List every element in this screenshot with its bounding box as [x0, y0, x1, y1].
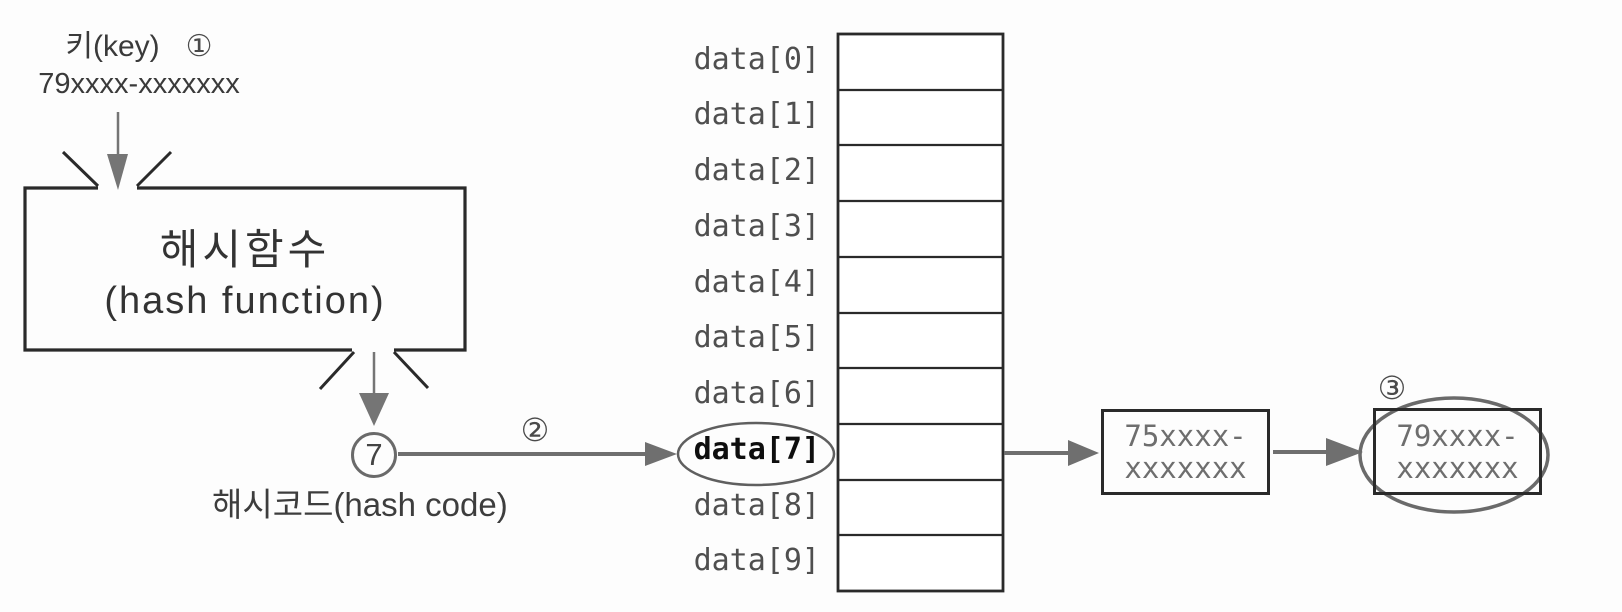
code-to-slot-arrow [398, 442, 677, 466]
slot-label-2: data[2] [693, 153, 820, 188]
key-block: 키(key) ① 79xxxx-xxxxxxx [18, 30, 260, 101]
bucket2-line1: 79xxxx- [1396, 418, 1519, 453]
hash-code-label: 해시코드(hash code) [212, 486, 508, 523]
bucket1-to-bucket2-arrow [1273, 438, 1363, 466]
hash-code-value: 7 [365, 437, 383, 472]
slot7-ellipse [676, 421, 836, 487]
hash-table-grid [836, 32, 1005, 593]
slot-label-3: data[3] [693, 209, 820, 244]
step1-badge: ① [185, 30, 213, 63]
slot-label-0: data[0] [693, 42, 820, 77]
hash-function-name-en: (hash function) [104, 279, 386, 322]
key-value: 79xxxx-xxxxxxx [38, 67, 240, 100]
table-to-bucket1-arrow [1004, 440, 1099, 466]
hash-function-label: 해시함수 (hash function) [25, 190, 465, 348]
bucket2-ellipse [1358, 396, 1550, 514]
hash-function-funnel [61, 150, 430, 391]
key-caption: 키(key) ① [18, 30, 260, 65]
slot-label-4: data[4] [693, 265, 820, 300]
hash-to-code-arrow [359, 352, 389, 426]
bucket1-line1: 75xxxx- [1124, 419, 1247, 453]
slot-label-1: data[1] [693, 97, 820, 132]
slot-label-8: data[8] [693, 488, 820, 523]
step3-badge: ③ [1377, 370, 1407, 406]
hash-function-box [23, 186, 467, 352]
bucket1-line2: xxxxxxx [1124, 451, 1247, 485]
key-label: 키(key) [65, 30, 160, 63]
bucket1-box: 75xxxx- xxxxxxx [1101, 409, 1270, 495]
bucket2-box: 79xxxx- xxxxxxx [1373, 408, 1542, 495]
hash-function-name-ko: 해시함수 [159, 225, 331, 273]
slot-label-6: data[6] [693, 376, 820, 411]
slot-label-5: data[5] [693, 320, 820, 355]
bucket2-line2: xxxxxxx [1396, 450, 1519, 485]
hash-code-node: 7 [351, 432, 397, 478]
step2-badge: ② [520, 412, 550, 448]
key-to-hash-arrow [107, 112, 128, 190]
slot-label-7-highlighted: data[7] [693, 432, 820, 467]
slot-label-9: data[9] [693, 543, 820, 578]
